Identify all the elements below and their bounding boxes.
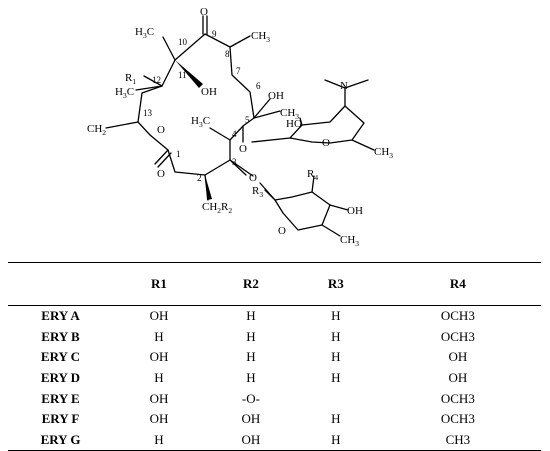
c12-methyl: H3C: [115, 86, 134, 100]
cell-r1: H: [154, 328, 164, 344]
r4-label: R4: [307, 168, 318, 182]
c10-methyl: H3C: [135, 26, 154, 40]
ring-position-numbers: 1 2 3 4 5 6 7 8 9 10 11 12 13: [143, 29, 261, 183]
cell-r2: OH: [241, 411, 261, 427]
row-label: ERY F: [41, 411, 80, 427]
cell-r4: OCH3: [440, 328, 475, 344]
cell-r4: CH3: [445, 431, 471, 447]
header-r4: R4: [449, 276, 466, 291]
cell-r4: OCH3: [440, 308, 475, 324]
row-label: ERY E: [41, 390, 80, 406]
c1-carbonyl-oxygen: O: [157, 168, 165, 180]
erythromycin-structure: O O O H3C CH3 OH OH CH3 R1 H3C CH2 H3C O…: [87, 6, 393, 248]
c5-glycosidic-oxygen: O: [239, 143, 247, 155]
c3-glycosidic-oxygen: O: [249, 172, 257, 184]
ring-number-2: 2: [197, 173, 202, 183]
cladinose-methyl: CH3: [340, 234, 359, 248]
desosamine-methyl: CH3: [374, 146, 393, 160]
ring-number-9: 9: [212, 29, 217, 39]
ch2-r2-label: CH2R2: [202, 201, 232, 215]
ring-number-4: 4: [232, 129, 237, 139]
cell-r3: H: [331, 411, 341, 427]
ring-number-5: 5: [245, 115, 250, 125]
cell-r1: H: [154, 431, 164, 447]
header-r1: R1: [151, 276, 167, 291]
row-label: ERY C: [40, 349, 81, 365]
cell-r1: H: [154, 370, 164, 386]
row-label: ERY A: [41, 308, 80, 324]
ring-number-13: 13: [143, 108, 153, 118]
c9-carbonyl-oxygen: O: [200, 6, 208, 18]
row-label: ERY G: [40, 431, 81, 447]
cell-r4: OCH3: [440, 390, 475, 406]
c6-methyl: CH3: [280, 107, 299, 121]
cell-r1: OH: [149, 308, 169, 324]
cell-r3: [297, 388, 375, 409]
ring-number-1: 1: [176, 149, 181, 159]
cell-r2: H: [246, 308, 256, 324]
cell-r3: H: [331, 370, 341, 386]
cell-r3: H: [331, 308, 341, 324]
desosamine-ring-oxygen: O: [322, 137, 330, 149]
c11-hydroxyl: OH: [201, 86, 217, 98]
cell-r4: OH: [448, 349, 468, 365]
cladinose-ring-oxygen: O: [278, 225, 286, 237]
c8-methyl: CH3: [251, 30, 270, 44]
header-r3: R3: [327, 276, 344, 291]
lactone-oxygen: O: [157, 124, 165, 136]
table-row: ERY B H H H OCH3: [8, 327, 541, 348]
dimethylamino-nitrogen: N: [340, 80, 348, 92]
cell-r3: H: [331, 431, 341, 447]
table-row: ERY E OH -O- OCH3: [8, 388, 541, 409]
table-row: ERY A OH H H OCH3: [8, 306, 541, 327]
cladinose-sugar: [229, 159, 349, 237]
row-label: ERY B: [41, 328, 80, 344]
r1-label: R1: [125, 72, 136, 86]
table-header-row: R1 R2 R3 R4: [8, 262, 541, 306]
desosamine-sugar: [251, 79, 375, 151]
cell-r3: H: [331, 349, 341, 365]
ring-number-12: 12: [152, 75, 161, 85]
cell-r4: OCH3: [440, 411, 475, 427]
cell-r1: OH: [149, 390, 169, 406]
cell-r2: OH: [241, 431, 261, 447]
header-cell-empty: [8, 263, 113, 306]
desosamine-hydroxyl: HO: [286, 118, 302, 130]
ring-number-3: 3: [232, 157, 237, 167]
table-row: ERY F OH OH H OCH3: [8, 409, 541, 430]
cell-r2: H: [246, 328, 256, 344]
ring-number-7: 7: [236, 66, 241, 76]
cell-r2: H: [246, 370, 256, 386]
ring-number-10: 10: [178, 37, 188, 47]
wedge-bond-c2: [205, 175, 212, 200]
row-label: ERY D: [40, 370, 81, 386]
table-row: ERY C OH H H OH: [8, 347, 541, 368]
header-r2: R2: [242, 276, 259, 291]
table-row: ERY D H H H OH: [8, 368, 541, 389]
cell-r2: -O-: [241, 390, 260, 406]
cell-r1: OH: [149, 349, 169, 365]
cell-r2: H: [246, 349, 256, 365]
erythromycin-substituent-table: R1 R2 R3 R4 ERY A OH H H OCH3 ERY B H H …: [8, 262, 541, 451]
macrolactone-ring: [137, 15, 255, 176]
cell-r1: OH: [149, 411, 169, 427]
c6-hydroxyl: OH: [268, 90, 284, 102]
r3-label: R3: [252, 185, 263, 199]
wedge-bond-c11: [175, 60, 203, 88]
ring-number-11: 11: [178, 70, 187, 80]
c4-methyl: H3C: [191, 115, 210, 129]
table-row: ERY G H OH H CH3: [8, 430, 541, 451]
ring-number-6: 6: [256, 81, 261, 91]
cell-r4: OH: [448, 370, 468, 386]
cell-r3: H: [331, 328, 341, 344]
cladinose-hydroxyl: OH: [347, 205, 363, 217]
c13-ethyl: CH2: [87, 123, 106, 137]
ring-number-8: 8: [225, 49, 230, 59]
